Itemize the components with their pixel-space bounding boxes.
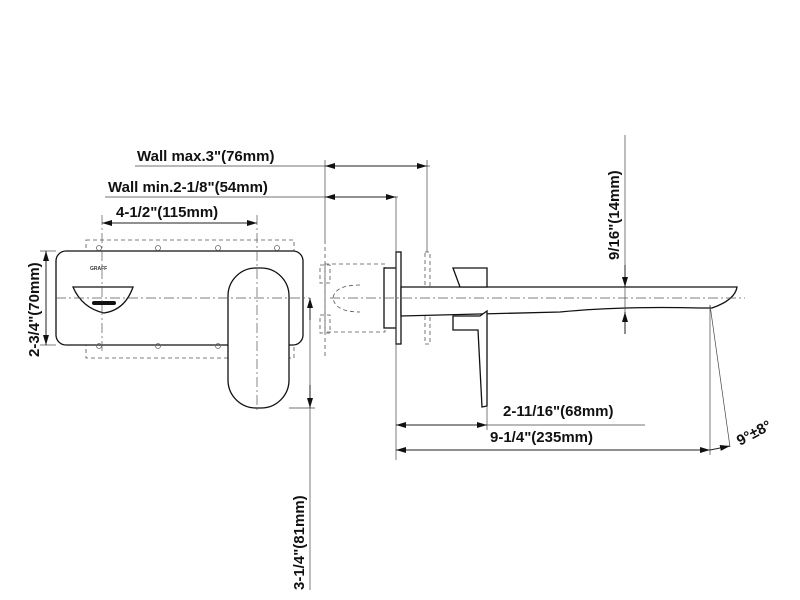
plate-height-label: 2-3/4"(70mm): [26, 262, 43, 357]
spout-height-label: 9/16"(14mm): [606, 170, 623, 260]
lever-handle-front: [227, 267, 290, 409]
handle-depth-label: 2-11/16"(68mm): [503, 403, 614, 420]
wall-min-label: Wall min.2-1/8"(54mm): [108, 179, 268, 196]
brand-logo: GRAFF: [90, 266, 107, 272]
handle-drop-label: 3-1/4"(81mm): [291, 495, 308, 590]
spout-side: [400, 286, 738, 317]
center-spacing-label: 4-1/2"(115mm): [116, 204, 218, 221]
dimension-lines: [40, 135, 731, 590]
lever-handle-side: [452, 267, 488, 288]
front-view: GRAFF: [55, 215, 310, 410]
wall-max-label: Wall max.3"(76mm): [137, 148, 274, 165]
side-view: [319, 240, 745, 408]
mounting-screws: [96, 245, 280, 349]
spout-reach-label: 9-1/4"(235mm): [490, 429, 593, 446]
flow-angle-label: 9°±8°: [734, 417, 775, 449]
spout-outlet-front: [72, 286, 134, 314]
